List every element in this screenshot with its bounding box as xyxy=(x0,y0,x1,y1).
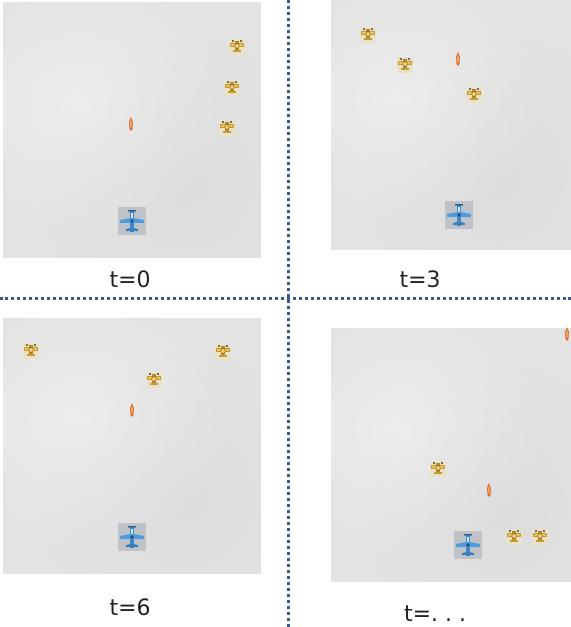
enemy-plane-icon xyxy=(532,529,548,545)
enemy-plane-icon xyxy=(360,27,376,43)
bullet-icon xyxy=(128,117,134,131)
frame-panel-tn xyxy=(331,328,571,582)
enemy-plane-icon xyxy=(224,80,240,96)
bullet-icon xyxy=(455,52,461,66)
enemy-plane-icon xyxy=(506,529,522,545)
frame-panel-t0 xyxy=(3,2,261,258)
frame-caption-t3: t=3 xyxy=(399,268,441,293)
enemy-plane-icon xyxy=(146,372,162,388)
enemy-plane-icon xyxy=(466,87,482,103)
vertical-divider xyxy=(287,0,290,627)
enemy-plane-icon xyxy=(430,461,446,477)
enemy-plane-icon xyxy=(229,39,245,55)
player-plane-icon xyxy=(118,523,146,551)
player-plane-icon xyxy=(118,207,146,235)
enemy-plane-icon xyxy=(23,343,39,359)
player-plane-icon xyxy=(445,201,473,229)
bullet-icon xyxy=(486,483,492,497)
frame-caption-t0: t=0 xyxy=(109,268,151,293)
horizontal-divider xyxy=(0,297,571,300)
enemy-plane-icon xyxy=(219,120,235,136)
bullet-icon xyxy=(564,327,570,341)
enemy-plane-icon xyxy=(397,57,413,73)
enemy-plane-icon xyxy=(215,344,231,360)
frame-caption-tn: t=. . . xyxy=(403,602,467,627)
player-plane-icon xyxy=(454,531,482,559)
bullet-icon xyxy=(129,403,135,417)
frame-caption-t6: t=6 xyxy=(109,596,151,621)
